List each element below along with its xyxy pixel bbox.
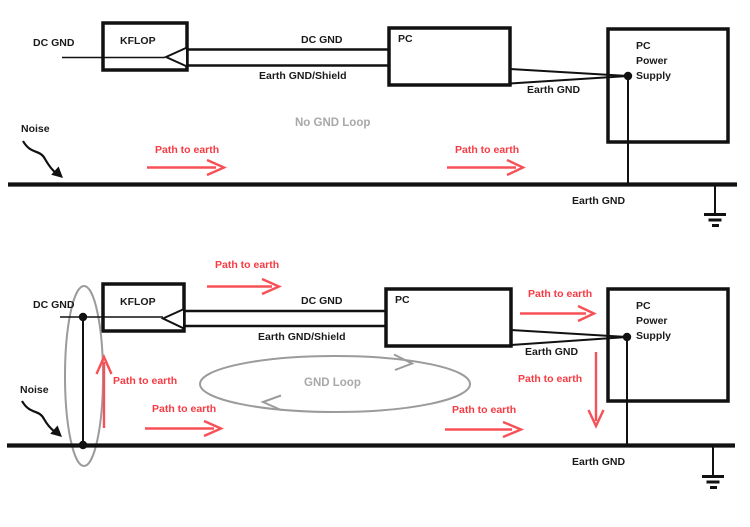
path-to-earth-label-up: Path to earth <box>113 375 178 387</box>
path-to-earth-arrow-bottom-right-icon <box>445 420 525 439</box>
noise-arrowhead-top-icon <box>51 166 63 178</box>
path-to-earth-arrow-top-right-icon <box>447 158 526 177</box>
kflop-label-bottom: KFLOP <box>120 296 156 308</box>
path-to-earth-label-mid-left: Path to earth <box>152 403 217 415</box>
pc-label-top: PC <box>398 33 413 45</box>
dc-gnd-left-label-top: DC GND <box>33 37 75 49</box>
earth-ground-symbol-top-icon <box>704 213 726 227</box>
path-to-earth-label-bottom-right: Path to earth <box>452 404 517 416</box>
kflop-connector-wedge-top <box>163 45 188 69</box>
kflop-connector-wedge-bottom <box>160 307 185 331</box>
path-to-earth-label-top-right: Path to earth <box>455 144 520 156</box>
no-gnd-loop-caption: No GND Loop <box>295 117 371 129</box>
noise-label-bottom: Noise <box>20 384 49 396</box>
psu-label-bottom: PC Power Supply <box>636 300 672 342</box>
path-to-earth-arrow-mid-left-icon <box>145 419 224 438</box>
strap-junction-dot-top <box>78 312 88 322</box>
path-to-earth-arrow-pc-psu-icon <box>520 304 597 323</box>
noise-arrow-top <box>22 140 57 174</box>
earth-gnd-bus-label-top: Earth GND <box>572 195 626 207</box>
dc-gnd-wire-label-top: DC GND <box>301 34 343 46</box>
noise-arrow-bottom <box>21 400 56 433</box>
dc-gnd-wire-label-bottom: DC GND <box>301 295 343 307</box>
path-to-earth-arrow-up-icon <box>95 354 113 428</box>
pc-label-bottom: PC <box>395 294 410 306</box>
pc-box-top <box>387 26 512 87</box>
earth-gnd-pcps-label-top: Earth GND <box>527 84 581 96</box>
psu-junction-dot-bottom <box>622 332 632 342</box>
noise-arrowhead-bottom-icon <box>50 425 62 437</box>
earth-ground-symbol-bottom-icon <box>702 475 724 489</box>
earth-gnd-pcps-label-bottom: Earth GND <box>525 346 579 358</box>
gnd-loop-caption: GND Loop <box>304 377 361 389</box>
kflop-box-top <box>101 21 189 72</box>
earth-gnd-bus-label-bottom: Earth GND <box>572 456 626 468</box>
path-to-earth-label-top-left: Path to earth <box>155 144 220 156</box>
loop-arrowhead-left-icon <box>260 394 282 411</box>
path-to-earth-arrow-top-left-icon <box>147 158 227 177</box>
dc-gnd-left-label-bottom: DC GND <box>33 299 75 311</box>
psu-label-top: PC Power Supply <box>636 40 672 82</box>
pc-psu-wires-bottom <box>510 329 628 346</box>
path-to-earth-label-down: Path to earth <box>518 373 583 385</box>
path-to-earth-arrow-down-icon <box>587 352 605 429</box>
earth-gnd-shield-label-bottom: Earth GND/Shield <box>258 331 346 343</box>
psu-junction-dot-top <box>623 71 633 81</box>
pc-psu-wires-top <box>509 68 629 85</box>
earth-gnd-shield-label-top: Earth GND/Shield <box>259 70 347 82</box>
path-to-earth-arrow-above-kflop-icon <box>207 277 282 296</box>
strap-junction-dot-bottom <box>78 440 88 450</box>
loop-arrowhead-right-icon <box>393 353 415 371</box>
kflop-label-top: KFLOP <box>120 35 156 47</box>
gnd-loop-ellipse <box>199 355 471 413</box>
noise-label-top: Noise <box>21 123 50 135</box>
path-to-earth-label-pc-psu: Path to earth <box>528 288 593 300</box>
path-to-earth-label-above-kflop: Path to earth <box>215 259 280 271</box>
pc-box-bottom <box>384 287 513 348</box>
